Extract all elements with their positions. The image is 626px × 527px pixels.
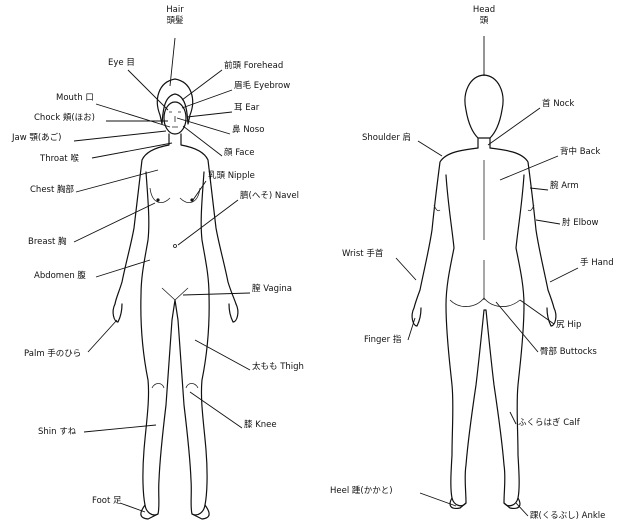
- breast-leader-line: [74, 203, 155, 242]
- face-label: 顔 Face: [224, 147, 254, 158]
- back-leader-line: [500, 156, 558, 180]
- knee-leader-line: [190, 392, 242, 428]
- elbow-label: 肘 Elbow: [562, 218, 599, 228]
- foot-label: Foot 足: [92, 496, 122, 506]
- chest-leader-line: [76, 170, 158, 192]
- nose-label: 鼻 Noso: [232, 124, 264, 135]
- eyebrow-leader-line: [182, 90, 232, 108]
- neck-label: 首 Nock: [542, 98, 574, 109]
- buttocks-label: 臀部 Buttocks: [540, 346, 597, 357]
- jaw-leader-line: [74, 131, 166, 141]
- forehead-label: 前頭 Forehead: [224, 60, 283, 71]
- shin-label: Shin すね: [38, 427, 77, 437]
- back-figure: [412, 75, 556, 508]
- ear-leader-line: [187, 112, 232, 117]
- heel-label: Heel 踵(かかと): [330, 485, 393, 496]
- ear-label: 耳 Ear: [234, 103, 260, 113]
- elbow-leader-line: [536, 220, 560, 224]
- abdomen-label: Abdomen 腹: [34, 270, 86, 281]
- navel-label: 臍(へそ) Navel: [240, 190, 299, 201]
- wrist-label: Wrist 手首: [342, 248, 384, 259]
- throat-leader-line: [92, 143, 172, 158]
- hand-label: 手 Hand: [580, 257, 614, 268]
- hair-label-line-0: Hair: [166, 5, 184, 15]
- palm-label: Palm 手のひら: [24, 348, 81, 359]
- hip-label: 尻 Hip: [556, 320, 581, 330]
- nipple-leader-line: [193, 181, 206, 200]
- chest-label: Chest 胸部: [30, 184, 75, 195]
- hip-leader-line: [520, 300, 554, 324]
- arm-leader-line: [530, 188, 548, 190]
- knee-label: 膝 Knee: [244, 419, 277, 430]
- thigh-leader-line: [195, 340, 250, 370]
- vagina-label: 膣 Vagina: [252, 283, 292, 294]
- ankle-label: 踝(くるぶし) Ankle: [530, 511, 605, 521]
- hair-label-line-1: 頭髪: [166, 15, 184, 26]
- finger-leader-line: [408, 318, 415, 340]
- front-figure: [113, 79, 238, 519]
- calf-label: ふくらはぎ Calf: [518, 417, 581, 428]
- shoulder-leader-line: [418, 141, 442, 156]
- mouth-label: Mouth 口: [56, 93, 94, 103]
- eyebrow-label: 眉毛 Eyebrow: [234, 80, 290, 91]
- arm-label: 腕 Arm: [550, 180, 579, 191]
- face-leader-line: [183, 126, 222, 156]
- thigh-label: 太もも Thigh: [252, 361, 304, 372]
- mouth-leader-line: [96, 104, 170, 127]
- buttocks-leader-line: [496, 302, 538, 352]
- throat-label: Throat 喉: [39, 153, 79, 164]
- calf-leader-line: [510, 412, 516, 424]
- jaw-label: Jaw 顎(あご): [11, 132, 62, 143]
- cheek-label: Chock 頬(ほお): [34, 112, 95, 123]
- shoulder-label: Shoulder 肩: [362, 132, 411, 143]
- eye-label: Eye 目: [108, 58, 135, 68]
- neck-leader-line: [488, 108, 540, 145]
- eye-leader-line: [128, 70, 168, 110]
- head-label-line-1: 頭: [480, 16, 489, 26]
- foot-leader-line: [120, 503, 145, 512]
- navel-leader-line: [178, 200, 238, 245]
- breast-label: Breast 胸: [28, 236, 67, 247]
- wrist-leader-line: [396, 258, 416, 280]
- vagina-leader-line: [183, 293, 250, 295]
- head-label-line-0: Head: [473, 5, 495, 15]
- hand-leader-line: [550, 268, 578, 282]
- nipple-label: 乳頭 Nipple: [208, 170, 255, 181]
- back-label: 背中 Back: [560, 146, 600, 157]
- finger-label: Finger 指: [364, 334, 402, 345]
- palm-leader-line: [88, 320, 117, 352]
- ankle-leader-line: [516, 503, 528, 516]
